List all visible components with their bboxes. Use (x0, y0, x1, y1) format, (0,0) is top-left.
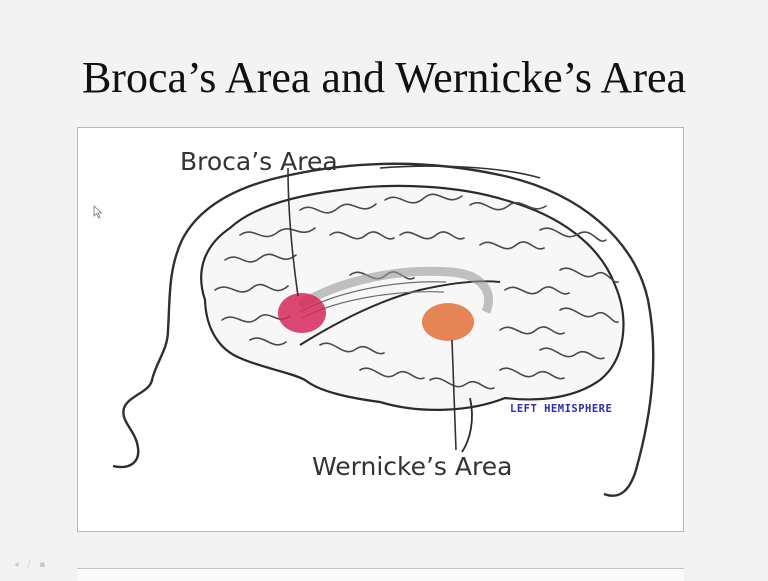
hemisphere-label: LEFT HEMISPHERE (510, 403, 612, 415)
mouse-cursor-icon (93, 205, 103, 219)
broca-label: Broca’s Area (180, 147, 338, 176)
slide-nav-controls[interactable]: ◂ ∕ ▪ (14, 560, 48, 570)
wernicke-label: Wernicke’s Area (312, 452, 512, 481)
wernicke-region (422, 303, 474, 341)
broca-region (278, 293, 326, 333)
next-slide-strip (77, 568, 684, 581)
